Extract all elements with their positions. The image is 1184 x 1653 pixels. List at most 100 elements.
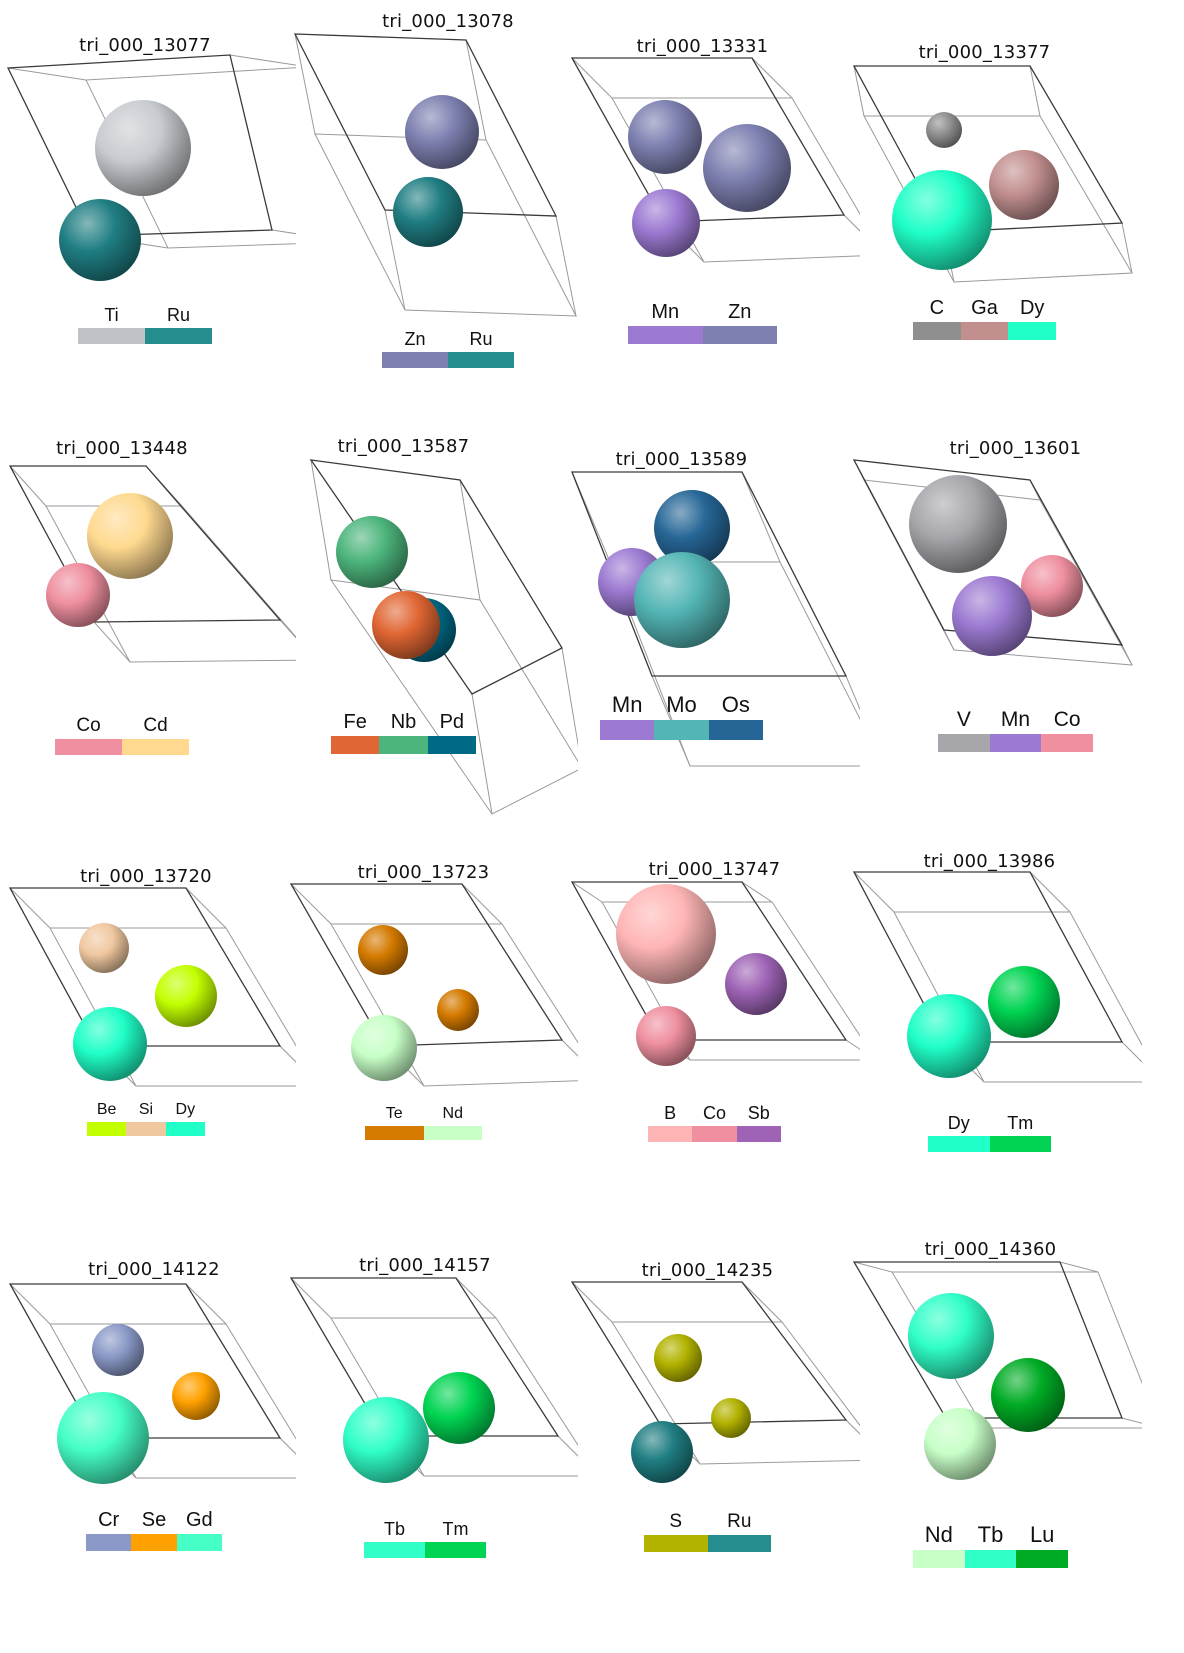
unit-cell-frame — [570, 1281, 860, 1465]
legend-color-swatch — [1041, 734, 1094, 752]
legend-element-label: Nd — [442, 1105, 463, 1122]
legend-element-label: Sb — [747, 1103, 770, 1123]
element-legend: Ti Ru — [78, 302, 212, 344]
legend-element-label: Lu — [1029, 1522, 1055, 1547]
legend-element-label: Mn — [1000, 708, 1031, 731]
legend-element-label: Ru — [727, 1511, 752, 1532]
atom-sphere — [95, 100, 191, 196]
legend-color-swatch — [928, 1136, 990, 1152]
legend-color-swatch — [176, 1534, 222, 1551]
unit-cell-render — [570, 881, 860, 1066]
legend-element-label: Dy — [1019, 297, 1045, 319]
legend-color-swatch — [145, 328, 212, 344]
legend-color-swatch — [654, 720, 709, 740]
atom-sphere — [1021, 555, 1083, 617]
legend-color-swatch — [644, 1535, 708, 1552]
legend-color-swatch — [692, 1126, 737, 1142]
legend-color-swatch — [165, 1122, 205, 1136]
atom-sphere — [907, 994, 991, 1078]
atom-sphere — [405, 95, 479, 169]
atom-sphere — [725, 953, 787, 1015]
atom-sphere — [79, 923, 129, 973]
legend-element-label: Gd — [185, 1509, 213, 1531]
unit-cell-render — [8, 1283, 296, 1484]
atom-sphere — [336, 516, 408, 588]
atom-sphere — [908, 1293, 994, 1379]
structure-title: tri_000_13986 — [923, 851, 1056, 872]
legend-element-label: Mn — [611, 692, 643, 717]
legend-element-label: Nd — [924, 1522, 953, 1547]
unit-cell-render — [6, 54, 296, 281]
atom-sphere — [703, 124, 791, 212]
legend-element-label: S — [669, 1511, 683, 1532]
legend-element-label: Te — [385, 1105, 403, 1122]
legend-element-label: Be — [96, 1101, 117, 1118]
legend-color-swatch — [964, 1550, 1017, 1568]
legend-color-swatch — [379, 736, 428, 754]
legend-color-swatch — [423, 1126, 482, 1140]
structure-title: tri_000_13377 — [918, 42, 1051, 63]
unit-cell-frame — [852, 871, 1142, 1083]
legend-color-swatch — [131, 1534, 177, 1551]
legend-element-label: Ga — [971, 297, 998, 319]
legend-element-label: Os — [721, 692, 750, 717]
atom-sphere — [628, 100, 702, 174]
atom-sphere — [909, 475, 1007, 573]
legend-color-swatch — [702, 326, 777, 344]
legend-color-swatch — [87, 1122, 127, 1136]
unit-cell-render — [289, 883, 578, 1087]
legend-color-swatch — [331, 736, 380, 754]
legend-color-swatch — [628, 326, 703, 344]
unit-cell-render — [309, 459, 578, 815]
legend-element-label: Ru — [166, 305, 190, 325]
unit-cell-render — [289, 1277, 578, 1483]
legend-color-swatch — [648, 1126, 693, 1142]
unit-cell-frame — [570, 881, 860, 1061]
atom-sphere — [654, 490, 730, 566]
atom-sphere — [892, 170, 992, 270]
unit-cell-render — [8, 887, 296, 1087]
atom-sphere — [423, 1372, 495, 1444]
legend-color-swatch — [382, 352, 448, 368]
atom-sphere — [46, 563, 110, 627]
structure-title: tri_000_13589 — [615, 449, 748, 470]
unit-cell-render — [570, 1281, 860, 1483]
atom-sphere — [87, 493, 173, 579]
legend-color-swatch — [707, 1535, 771, 1552]
atom-sphere — [952, 576, 1032, 656]
atom-sphere — [59, 199, 141, 281]
unit-cell-frame — [8, 887, 296, 1087]
legend-element-label: Co — [1053, 708, 1081, 731]
legend-element-label: Tm — [1007, 1113, 1034, 1133]
legend-element-label: Zn — [404, 329, 426, 349]
legend-element-label: Mn — [651, 301, 680, 323]
legend-element-label: Ti — [104, 305, 119, 325]
structure-title: tri_000_14360 — [924, 1239, 1057, 1260]
atom-sphere — [358, 925, 408, 975]
atom-sphere — [73, 1007, 147, 1081]
legend-color-swatch — [55, 739, 122, 755]
atom-sphere — [57, 1392, 149, 1484]
element-legend: Te Nd — [365, 1102, 482, 1140]
atom-sphere — [634, 552, 730, 648]
legend-element-label: Fe — [343, 711, 367, 733]
legend-element-label: Tm — [442, 1519, 469, 1539]
atom-sphere — [632, 189, 700, 257]
structure-title: tri_000_13448 — [56, 438, 188, 459]
unit-cell-frame — [289, 883, 578, 1087]
atom-sphere — [988, 966, 1060, 1038]
legend-color-swatch — [1008, 322, 1057, 340]
atom-sphere — [343, 1397, 429, 1483]
